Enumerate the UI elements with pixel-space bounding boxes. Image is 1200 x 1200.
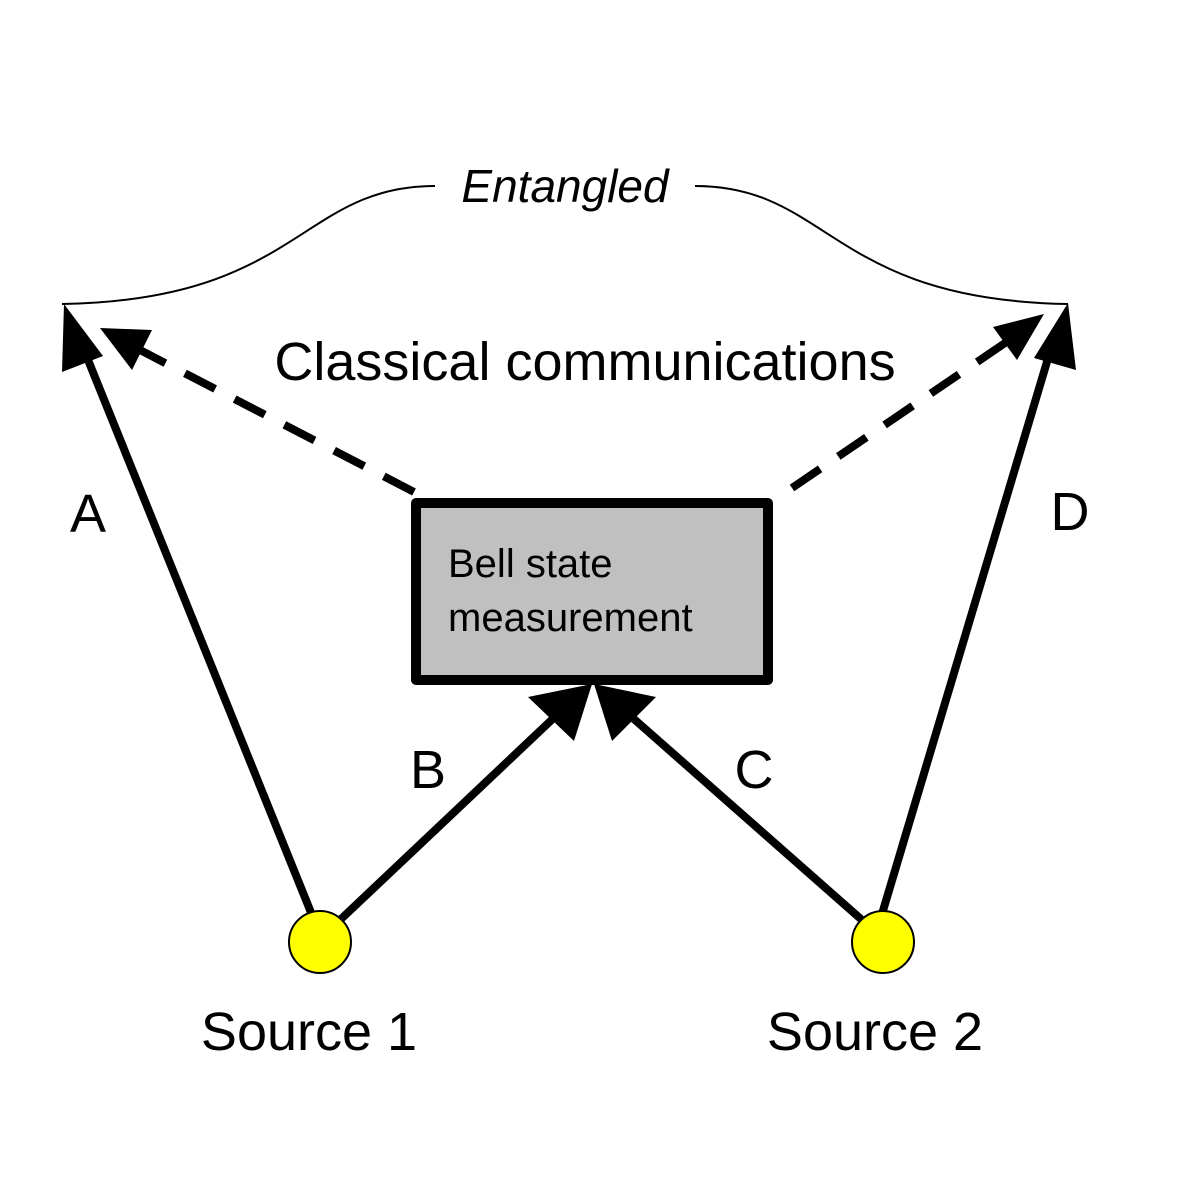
path-a-arrow-line [78,343,316,917]
path-b-arrow-line [337,709,563,923]
source-2-node [851,910,915,974]
source-1-node [288,910,352,974]
bsm-label-line2: measurement [448,596,693,640]
classical-arrow-right-line [789,339,1008,492]
path-b-label: B [410,740,446,800]
path-c-arrow-line [623,708,865,924]
path-d-arrow-line [878,343,1056,916]
path-b-arrow-head [528,684,592,741]
entangled-bracket [61,185,1069,305]
classical-arrow-left-head [100,328,152,370]
path-a-arrow-head [62,304,103,372]
source-2-label: Source 2 [767,1002,983,1062]
bell-state-measurement-box [411,498,773,685]
path-a-label: A [70,484,106,544]
path-d-label: D [1051,482,1090,542]
path-d-arrow-head [1034,303,1076,370]
bsm-label-line1: Bell state [448,542,613,586]
entangled-label: Entangled [461,160,670,212]
classical-communications-label: Classical communications [274,332,895,392]
classical-arrow-right-head [993,314,1044,360]
path-c-arrow-head [594,684,656,741]
source-1-label: Source 1 [201,1002,417,1062]
classical-arrow-left-line [138,346,416,496]
path-c-label: C [735,740,774,800]
